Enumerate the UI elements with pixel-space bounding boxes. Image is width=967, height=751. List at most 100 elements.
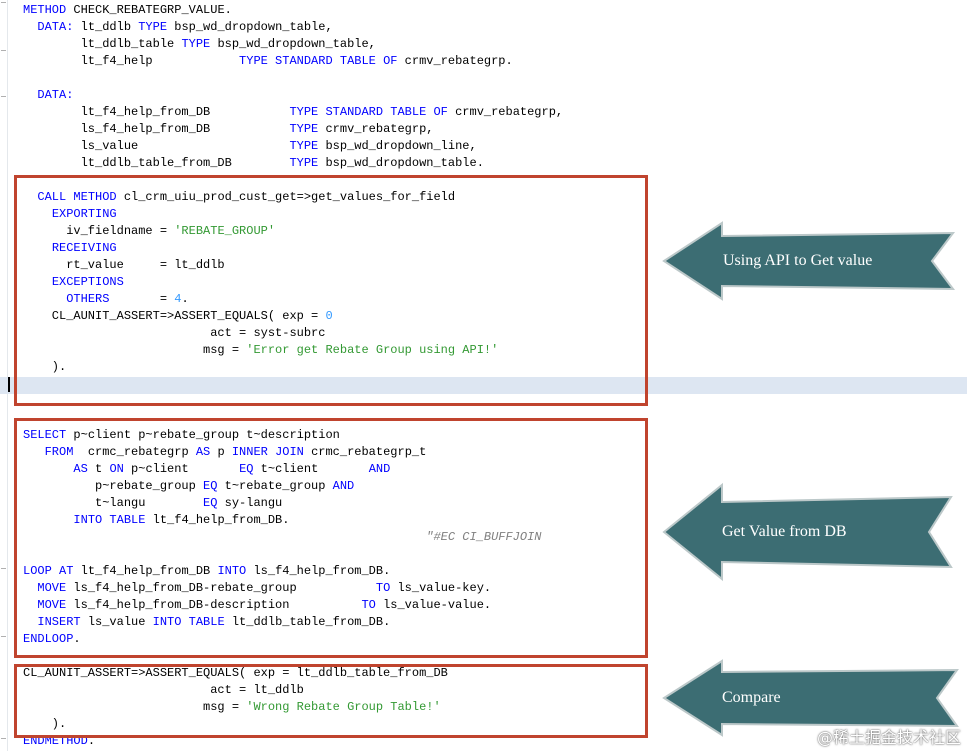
code-token: ). <box>23 360 67 374</box>
keyword-token: TO <box>361 598 376 612</box>
code-line[interactable]: OTHERS = 4. <box>23 291 188 308</box>
keyword-token: TYPE <box>289 156 319 170</box>
code-line[interactable]: lt_f4_help TYPE STANDARD TABLE OF crmv_r… <box>23 53 513 70</box>
keyword-token: INTO TABLE <box>73 513 146 527</box>
code-line[interactable]: lt_ddlb_table TYPE bsp_wd_dropdown_table… <box>23 36 376 53</box>
code-token: lt_f4_help <box>23 54 240 68</box>
string-token: 'Wrong Rebate Group Table!' <box>246 700 441 714</box>
code-token: lt_f4_help_from_DB. <box>145 513 290 527</box>
number-token: 0 <box>325 309 333 323</box>
keyword-token: AS <box>73 462 88 476</box>
keyword-token: ENDLOOP <box>23 632 74 646</box>
code-token: p <box>210 445 232 459</box>
code-line[interactable]: lt_f4_help_from_DB TYPE STANDARD TABLE O… <box>23 104 564 121</box>
code-line[interactable]: ENDLOOP. <box>23 631 81 648</box>
code-line[interactable]: ). <box>23 359 66 376</box>
code-token: sy-langu <box>217 496 283 510</box>
gutter-marker <box>1 50 6 51</box>
keyword-token: LOOP AT <box>23 564 74 578</box>
code-line[interactable]: DATA: lt_ddlb TYPE bsp_wd_dropdown_table… <box>23 19 333 36</box>
keyword-token: DATA: <box>37 88 74 102</box>
code-line[interactable]: EXPORTING <box>23 206 117 223</box>
keyword-token: EQ <box>203 496 218 510</box>
keyword-token: INTO TABLE <box>152 615 225 629</box>
left-arrow-icon <box>662 659 959 737</box>
keyword-token: TYPE STANDARD TABLE OF <box>239 54 398 68</box>
code-line[interactable]: DATA: <box>23 87 73 104</box>
db-arrow-label: Get Value from DB <box>722 523 847 540</box>
code-line[interactable]: act = syst-subrc <box>23 325 325 342</box>
code-line[interactable]: ls_f4_help_from_DB TYPE crmv_rebategrp, <box>23 121 434 138</box>
code-token: crmv_rebategrp. <box>397 54 513 68</box>
code-token: rt_value = lt_ddlb <box>23 258 225 272</box>
code-token: bsp_wd_dropdown_table, <box>210 37 376 51</box>
db-arrow-annotation: Get Value from DB <box>662 482 953 582</box>
code-line[interactable]: msg = 'Wrong Rebate Group Table!' <box>23 699 441 716</box>
code-line[interactable]: CALL METHOD cl_crm_uiu_prod_cust_get=>ge… <box>23 189 455 206</box>
code-token: bsp_wd_dropdown_table, <box>167 20 333 34</box>
code-line[interactable]: INSERT ls_value INTO TABLE lt_ddlb_table… <box>23 614 390 631</box>
keyword-token: AND <box>332 479 355 493</box>
code-line[interactable]: INTO TABLE lt_f4_help_from_DB. <box>23 512 289 529</box>
code-token: crmv_rebategrp, <box>447 105 564 119</box>
code-line[interactable]: t~langu EQ sy-langu <box>23 495 282 512</box>
gutter-marker <box>1 96 6 97</box>
code-line[interactable]: FROM crmc_rebategrp AS p INNER JOIN crmc… <box>23 444 427 461</box>
code-token: CL_AUNIT_ASSERT=>ASSERT_EQUALS( exp = lt… <box>23 666 448 680</box>
code-token: msg = <box>23 700 247 714</box>
watermark: @稀土掘金技术社区 <box>816 728 961 747</box>
code-token: ls_f4_help_from_DB-rebate_group <box>66 581 376 595</box>
code-token: ls_value <box>80 615 153 629</box>
code-token: t <box>87 462 110 476</box>
code-line[interactable]: AS t ON p~client EQ t~client AND <box>23 461 390 478</box>
keyword-token: EXCEPTIONS <box>51 275 124 289</box>
keyword-token: EQ <box>203 479 218 493</box>
code-line[interactable]: msg = 'Error get Rebate Group using API!… <box>23 342 498 359</box>
keyword-token: ON <box>109 462 124 476</box>
keyword-token: EQ <box>239 462 254 476</box>
code-token: . <box>73 632 81 646</box>
code-line[interactable]: rt_value = lt_ddlb <box>23 257 225 274</box>
code-token: t~rebate_group <box>217 479 333 493</box>
compare-arrow-label: Compare <box>722 689 781 706</box>
code-token: CHECK_REBATEGRP_VALUE. <box>66 3 232 17</box>
code-token <box>23 20 37 34</box>
code-token: ls_f4_help_from_DB <box>23 122 290 136</box>
code-line[interactable]: iv_fieldname = 'REBATE_GROUP' <box>23 223 275 240</box>
editor-gutter <box>7 0 8 751</box>
code-line[interactable]: CL_AUNIT_ASSERT=>ASSERT_EQUALS( exp = 0 <box>23 308 333 325</box>
code-token: ). <box>23 717 67 731</box>
keyword-token: TYPE STANDARD TABLE OF <box>289 105 448 119</box>
code-line[interactable]: LOOP AT lt_f4_help_from_DB INTO ls_f4_he… <box>23 563 390 580</box>
code-line[interactable]: ls_value TYPE bsp_wd_dropdown_line, <box>23 138 477 155</box>
code-token: t~client <box>253 462 369 476</box>
compare-arrow-annotation: Compare <box>662 659 959 737</box>
code-line[interactable]: ). <box>23 716 66 733</box>
code-token: ls_f4_help_from_DB-description <box>66 598 362 612</box>
code-token: ls_f4_help_from_DB. <box>246 564 391 578</box>
code-line[interactable]: lt_ddlb_table_from_DB TYPE bsp_wd_dropdo… <box>23 155 484 172</box>
keyword-token: TYPE <box>289 139 319 153</box>
code-token: lt_f4_help_from_DB <box>23 105 290 119</box>
gutter-marker <box>1 636 6 637</box>
code-line[interactable]: METHOD CHECK_REBATEGRP_VALUE. <box>23 2 232 19</box>
code-line[interactable]: MOVE ls_f4_help_from_DB-description TO l… <box>23 597 491 614</box>
code-line[interactable]: MOVE ls_f4_help_from_DB-rebate_group TO … <box>23 580 491 597</box>
code-token: lt_ddlb_table_from_DB. <box>224 615 391 629</box>
code-line[interactable]: CL_AUNIT_ASSERT=>ASSERT_EQUALS( exp = lt… <box>23 665 448 682</box>
number-token: 4 <box>174 292 182 306</box>
code-token: bsp_wd_dropdown_table. <box>318 156 484 170</box>
keyword-token: CALL METHOD <box>37 190 117 204</box>
code-line[interactable]: RECEIVING <box>23 240 117 257</box>
code-line[interactable]: "#EC CI_BUFFJOIN <box>23 529 541 546</box>
keyword-token: MOVE <box>37 598 67 612</box>
code-token: p~rebate_group <box>23 479 204 493</box>
code-line[interactable]: act = lt_ddlb <box>23 682 304 699</box>
code-line[interactable]: EXCEPTIONS <box>23 274 124 291</box>
code-line[interactable]: SELECT p~client p~rebate_group t~descrip… <box>23 427 340 444</box>
keyword-token: AND <box>368 462 391 476</box>
left-arrow-icon <box>662 482 953 582</box>
code-line[interactable]: p~rebate_group EQ t~rebate_group AND <box>23 478 354 495</box>
code-token: cl_crm_uiu_prod_cust_get=>get_values_for… <box>116 190 456 204</box>
